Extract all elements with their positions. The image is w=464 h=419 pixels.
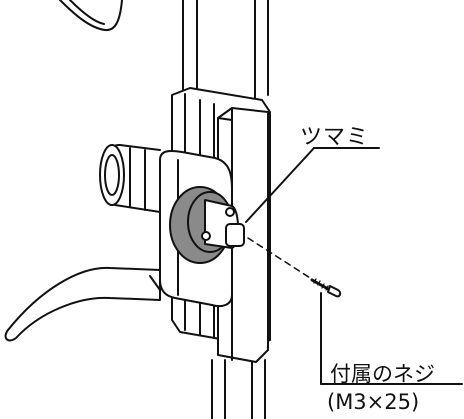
lock-cylinder bbox=[99, 143, 161, 213]
screw-leader-line bbox=[320, 292, 463, 385]
upper-lever-handle bbox=[59, 0, 123, 32]
thumb-turn-knob bbox=[169, 186, 245, 264]
screw-alignment-line bbox=[247, 237, 319, 284]
screw-label: 付属のネジ bbox=[330, 362, 435, 386]
door-frame-post bbox=[182, 0, 269, 419]
lower-lever-handle bbox=[4, 266, 161, 342]
knob-label: ツマミ bbox=[300, 125, 370, 150]
screw-size-label: (M3×25) bbox=[327, 390, 420, 414]
knob-leader-line bbox=[245, 147, 380, 223]
screw-icon bbox=[310, 278, 342, 298]
